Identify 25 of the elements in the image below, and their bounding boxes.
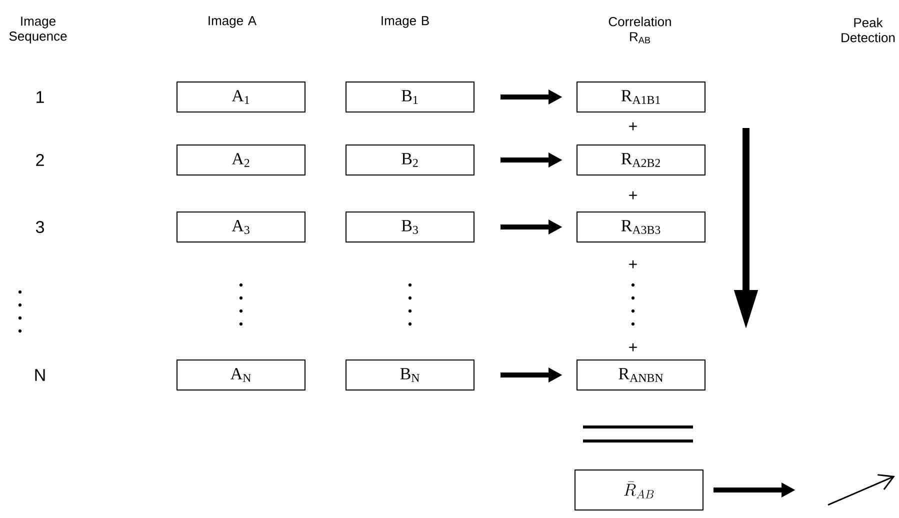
image-box: A$_{3}$ bbox=[176, 212, 306, 242]
column-heading: Correlation R$_{AB}$ bbox=[608, 16, 671, 44]
correlation-box: R$_{A3B3}$ bbox=[576, 212, 706, 242]
plus-sign: + bbox=[629, 260, 637, 268]
column-heading: Image Sequence bbox=[9, 16, 67, 44]
correlation-box: R$_{ANBN}$ bbox=[576, 360, 706, 390]
image-box: A$_{1}$ bbox=[176, 82, 306, 112]
column-heading: Image A bbox=[208, 16, 257, 28]
plus-sign: + bbox=[629, 122, 637, 130]
image-box: B$_{2}$ bbox=[346, 144, 474, 176]
plus-sign: + bbox=[629, 191, 637, 200]
row-number: 2 bbox=[36, 154, 44, 166]
row-number: N bbox=[35, 369, 45, 381]
result-box: $\bar{R}_{AB}$ bbox=[574, 470, 704, 510]
column-heading: Image B bbox=[382, 16, 429, 28]
image-box: B$_{3}$ bbox=[346, 212, 474, 242]
correlation-box: R$_{A2B2}$ bbox=[576, 144, 706, 176]
image-box: A$_{2}$ bbox=[176, 144, 306, 176]
column-heading: Peak Detection bbox=[842, 18, 895, 42]
row-number: 3 bbox=[36, 220, 44, 234]
correlation-box: R$_{A1B1}$ bbox=[576, 82, 706, 112]
row-number: 1 bbox=[36, 91, 44, 103]
image-box: A$_{N}$ bbox=[176, 360, 306, 390]
image-box: B$_{1}$ bbox=[346, 82, 474, 112]
image-box: B$_{N}$ bbox=[346, 360, 474, 390]
